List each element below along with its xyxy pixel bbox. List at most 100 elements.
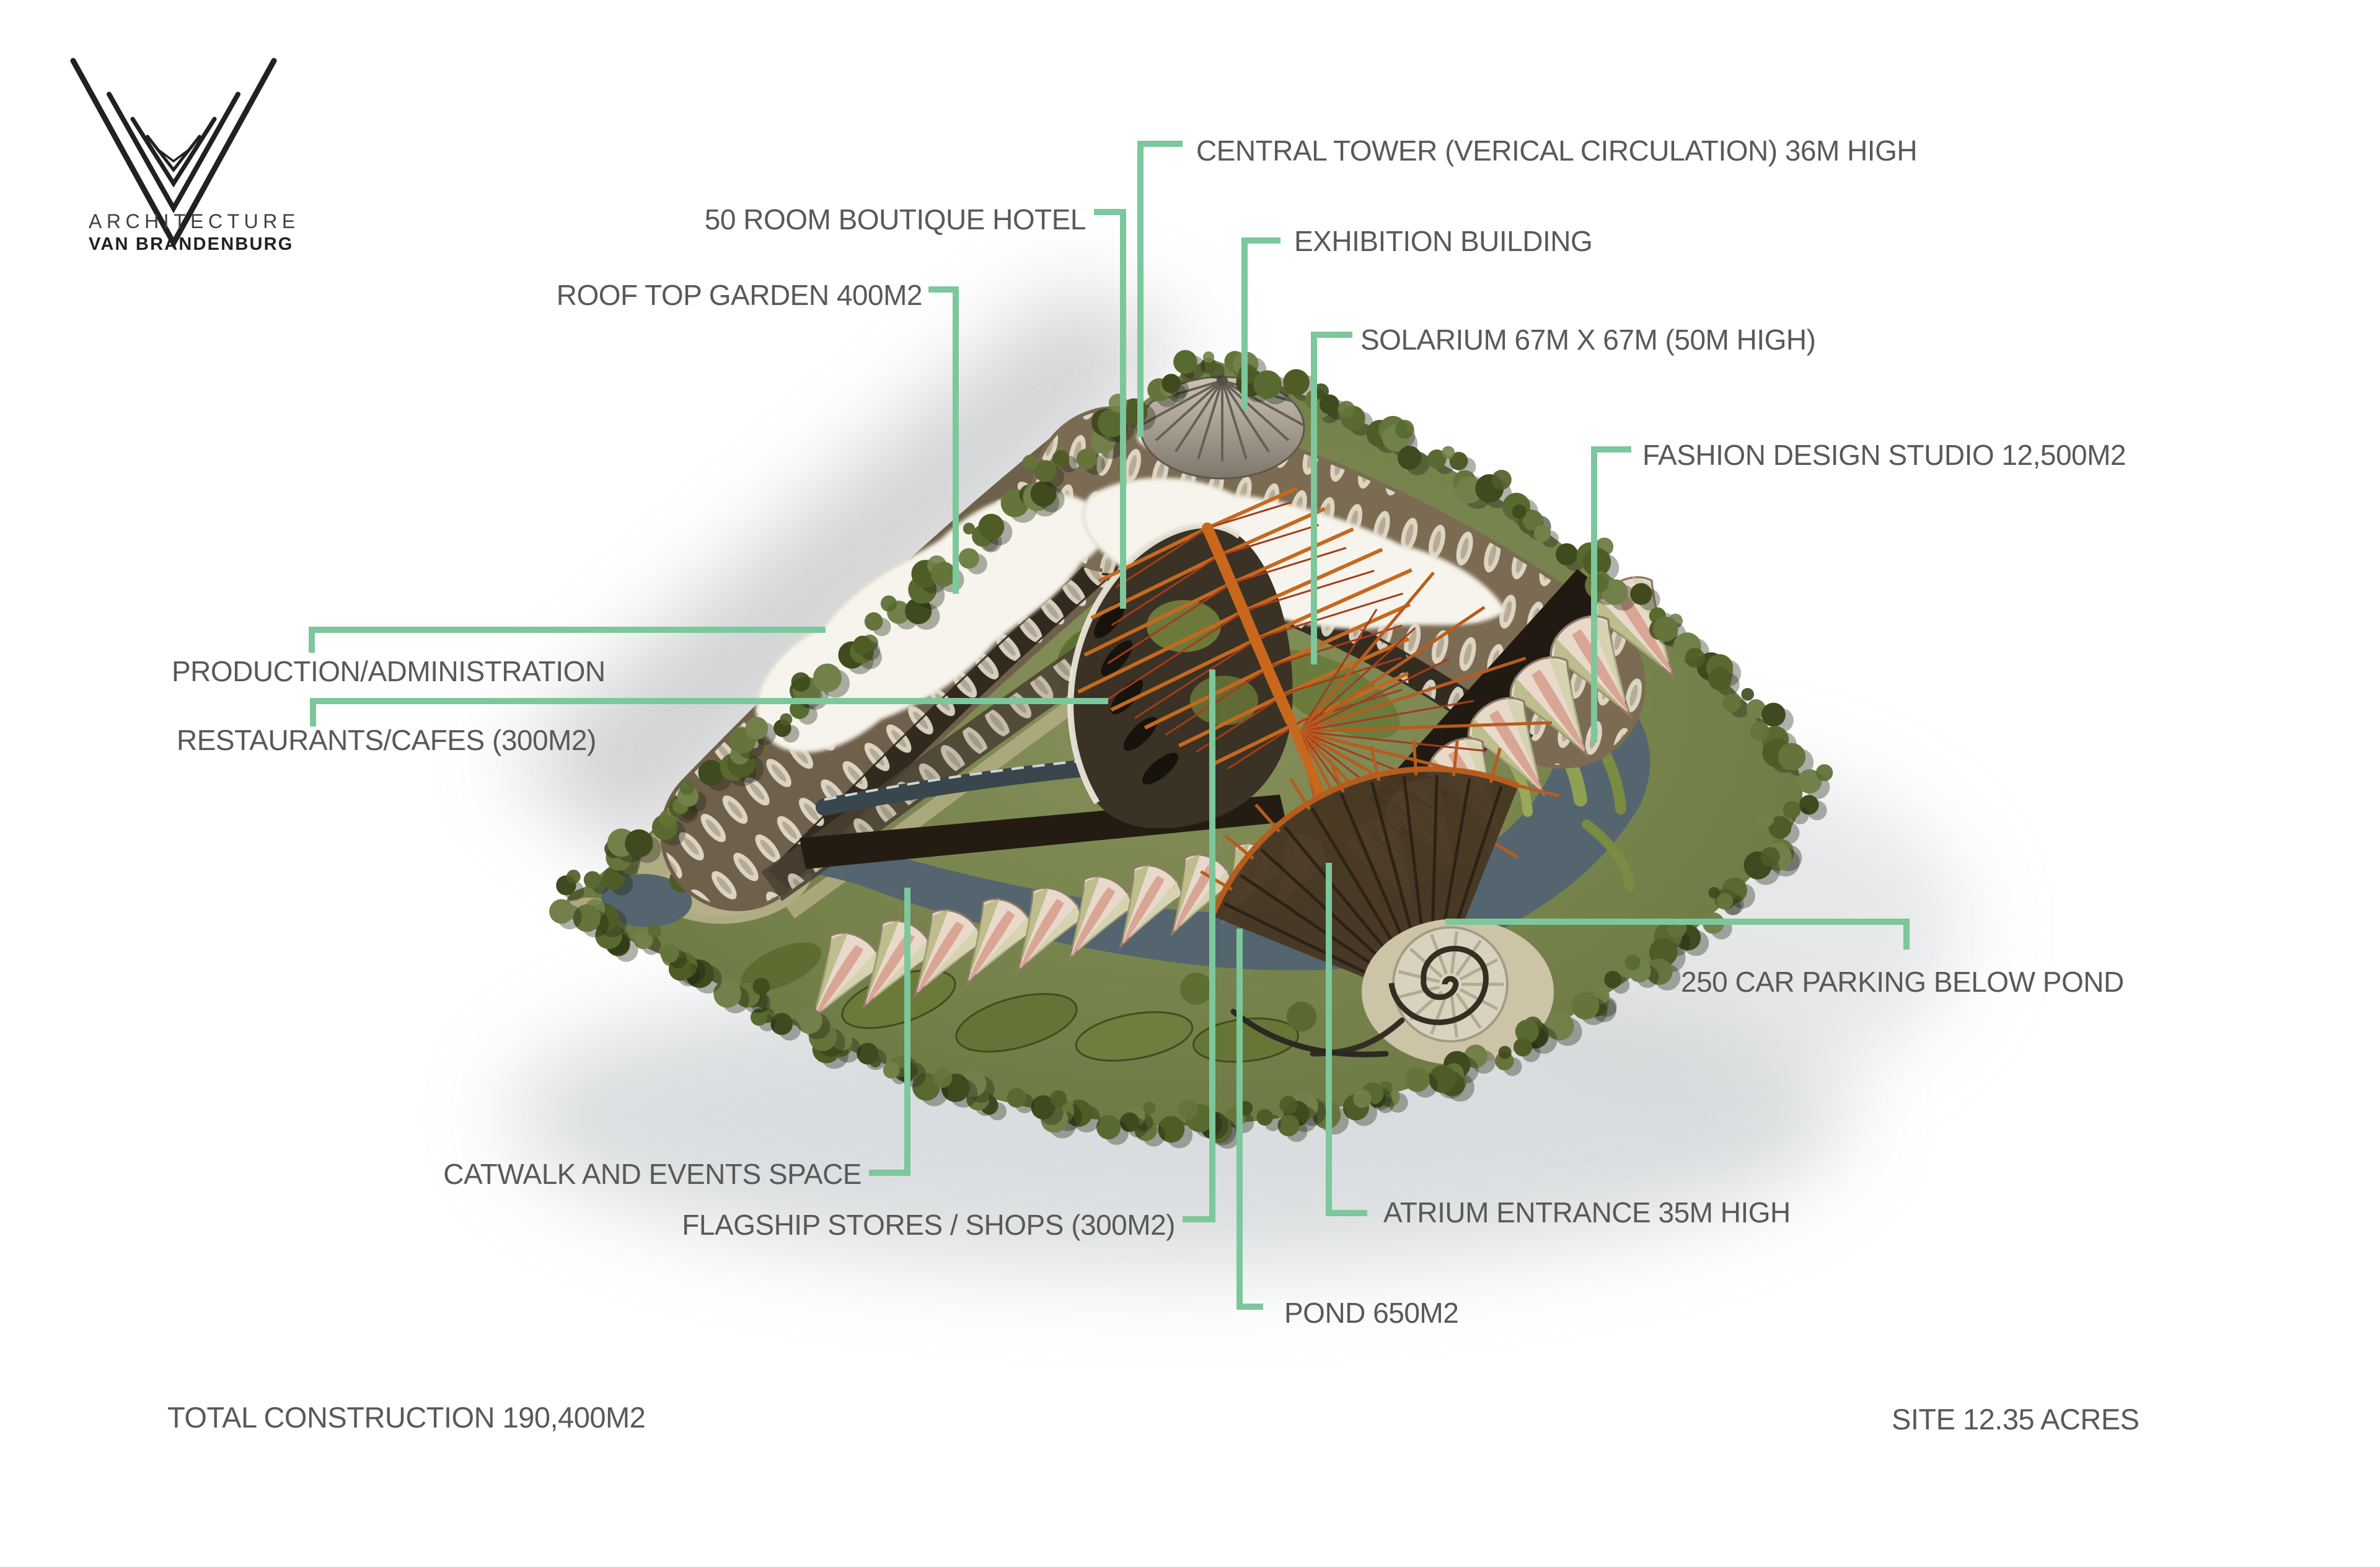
structure-rib <box>1300 700 1474 733</box>
tree-blob <box>1498 1046 1512 1059</box>
leader-lines <box>309 141 1910 1310</box>
tree-blob <box>1522 510 1543 531</box>
tree-blob <box>1515 1020 1539 1044</box>
logo-line2: VAN BRANDENBURG <box>89 234 294 254</box>
tree-blob <box>633 930 653 950</box>
tree-blob <box>1097 408 1126 438</box>
structure-rib <box>1197 380 1223 459</box>
tree-blob <box>1708 886 1720 899</box>
tree-blob <box>905 597 932 625</box>
structure-rib <box>1300 658 1450 733</box>
label-solarium: SOLARIUM 67M X 67M (50M HIGH) <box>1360 324 1815 356</box>
structure-rib <box>1254 803 1281 833</box>
tree-blob <box>780 713 793 726</box>
structure-rib <box>1300 721 1552 733</box>
tree-blob <box>1201 358 1217 374</box>
tree-blob <box>1646 958 1673 985</box>
structure-rib <box>1134 637 1259 719</box>
tree-blob <box>1556 543 1578 565</box>
structure-rib <box>1107 582 1233 664</box>
tree-blob <box>1353 1089 1372 1108</box>
tree-blob <box>832 1030 852 1051</box>
tree-border <box>549 350 1833 1149</box>
tree-blob <box>1652 616 1678 642</box>
structure-rib <box>1450 995 1458 1038</box>
tree-blob <box>1161 374 1181 394</box>
tree-blob <box>791 672 811 692</box>
label-atrium: ATRIUM ENTRANCE 35M HIGH <box>1383 1196 1791 1229</box>
structure-rib <box>1212 718 1304 766</box>
tree-blob <box>1571 992 1600 1020</box>
tree-blob <box>549 899 574 924</box>
site-rendering <box>549 350 1833 1149</box>
leader-exhibition <box>1241 237 1280 409</box>
structure-rib <box>1090 554 1220 620</box>
leader-boutique-hotel <box>1094 209 1126 609</box>
tree-blob <box>1512 504 1527 519</box>
tree-blob <box>813 663 842 692</box>
label-roof-garden: ROOF TOP GARDEN 400M2 <box>557 279 922 311</box>
tree-blob <box>1708 667 1732 691</box>
tree-blob <box>1277 1115 1300 1137</box>
leader-restaurants <box>310 698 1108 726</box>
structure-rib <box>1077 609 1246 694</box>
structure-rib <box>1489 748 1502 784</box>
tree-blob <box>660 944 679 963</box>
structure-rib <box>1115 527 1208 588</box>
structure-rib <box>1398 985 1440 999</box>
tree-blob <box>648 924 661 938</box>
structure-rib <box>1098 526 1209 583</box>
structure-rib <box>1104 609 1246 702</box>
tree-blob <box>1815 764 1833 782</box>
tree-blob <box>745 717 769 740</box>
tree-blob <box>1256 1109 1273 1126</box>
logo-line1: ARCHITECTURE <box>89 210 300 232</box>
structure-rib <box>1222 379 1304 427</box>
leader-atrium <box>1326 863 1367 1216</box>
structure-rib <box>1219 524 1319 557</box>
tree-blob <box>1202 351 1215 363</box>
structure-rib <box>1221 380 1248 459</box>
structure-rib <box>1287 637 1410 695</box>
structure-rib <box>1111 555 1220 626</box>
tree-blob <box>1031 1095 1056 1119</box>
tree-blob <box>1283 369 1310 396</box>
structure-rib <box>1299 609 1378 732</box>
tree-blob <box>752 978 770 995</box>
tree-blob <box>1119 1112 1140 1132</box>
label-production: PRODUCTION/ADMINISTRATION <box>172 655 606 687</box>
tree-blob <box>1783 801 1801 819</box>
tree-blob <box>1761 702 1786 727</box>
label-exhibition: EXHIBITION BUILDING <box>1294 225 1592 257</box>
structure-rib <box>1328 758 1345 793</box>
leader-flagship <box>1183 669 1215 1222</box>
tree-blob <box>698 760 724 786</box>
tree-blob <box>978 513 1005 540</box>
tree-blob <box>796 1007 822 1034</box>
tree-blob <box>1778 743 1806 770</box>
tree-blob <box>1404 1067 1430 1092</box>
logo-chevron-icon <box>70 58 277 249</box>
structure-rib <box>1272 624 1403 666</box>
tree-blob <box>958 548 979 569</box>
label-parking: 250 CAR PARKING BELOW POND <box>1681 966 2124 998</box>
structure-rib <box>1289 777 1311 810</box>
tree-blob <box>1741 687 1754 701</box>
tree-blob <box>625 829 653 858</box>
structure-rib <box>1144 663 1274 730</box>
structure-rib <box>1224 834 1254 860</box>
tree-blob <box>931 562 956 587</box>
label-central-tower: CENTRAL TOWER (VERICAL CIRCULATION) 36M … <box>1196 135 1917 167</box>
tree-blob <box>1279 1096 1298 1115</box>
tree-blob <box>1173 350 1197 374</box>
structure-rib <box>1299 572 1435 733</box>
tree-blob <box>932 1068 953 1088</box>
tree-blob <box>1797 769 1822 794</box>
structure-rib <box>1455 939 1483 976</box>
structure-rib <box>1231 527 1354 585</box>
architecture-van-brandenburg-logo: ARCHITECTURE VAN BRANDENBURG <box>70 58 300 254</box>
tree-blob <box>1096 1115 1121 1140</box>
tree-blob <box>1178 1099 1199 1119</box>
annotation-labels: CENTRAL TOWER (VERICAL CIRCULATION) 36M … <box>167 135 2140 1436</box>
structure-rib <box>1450 931 1458 974</box>
